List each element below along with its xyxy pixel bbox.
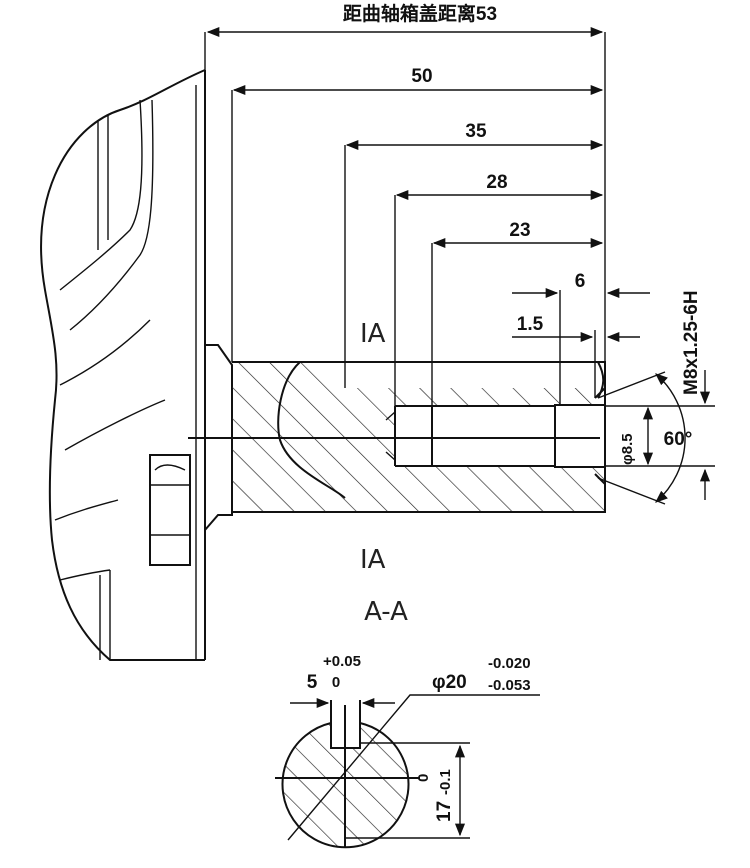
label-key-depth-tol-upper: 0 [415, 774, 432, 782]
label-dim-50: 50 [411, 66, 432, 87]
dimensions-right: M8x1.25-6H φ8.5 60° [597, 290, 715, 505]
label-dim-1-5: 1.5 [517, 314, 544, 335]
label-dim-23: 23 [509, 220, 530, 241]
label-key-tol-lower: 0 [332, 674, 340, 691]
label-thread: M8x1.25-6H [681, 290, 702, 395]
label-shaft-tol-lower: -0.053 [488, 677, 531, 694]
cross-section-a-a: 5 +0.05 0 φ20 -0.020 -0.053 17 0 -0.1 [275, 653, 540, 849]
label-key-depth-tol-lower: -0.1 [437, 769, 454, 795]
label-dim-6: 6 [575, 271, 586, 292]
label-key-tol-upper: +0.05 [323, 653, 361, 670]
dimensions-top: 距曲轴箱盖距离53 50 35 28 23 6 1.5 [204, 2, 650, 406]
label-dim-35: 35 [465, 121, 487, 142]
label-crank-cover-distance: 距曲轴箱盖距离53 [343, 2, 497, 25]
section-title: A-A [364, 597, 408, 627]
label-shaft-tol-upper: -0.020 [488, 655, 531, 672]
bolt-head [149, 454, 191, 566]
label-dim-28: 28 [486, 172, 507, 193]
label-angle: 60° [664, 429, 693, 450]
label-key-width: 5 [307, 672, 318, 693]
engine-housing [40, 69, 206, 661]
section-mark-top: IA [360, 319, 386, 349]
label-key-depth: 17 [434, 801, 455, 822]
section-mark-bottom: IA [360, 545, 386, 575]
label-shaft-dia: φ20 [432, 672, 467, 693]
label-bore-dia: φ8.5 [619, 433, 636, 465]
shaft-section [232, 361, 606, 513]
